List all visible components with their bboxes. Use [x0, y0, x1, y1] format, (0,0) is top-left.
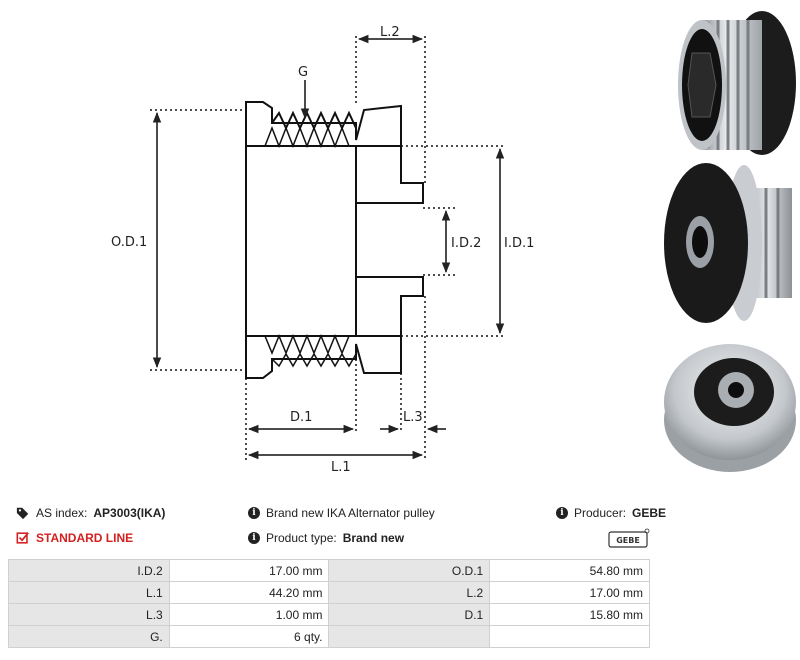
pulley-core — [245, 145, 357, 337]
top-grooves — [271, 110, 357, 131]
svg-text:GEBE: GEBE — [616, 536, 640, 545]
tag-icon — [16, 507, 29, 520]
spec-name-cell: O.D.1 — [328, 559, 491, 582]
label-l1: L.1 — [331, 460, 351, 475]
spec-value-cell: 1.00 mm — [168, 603, 330, 626]
spec-value-cell: 6 qty. — [168, 625, 330, 648]
spec-name-cell: G. — [8, 625, 170, 648]
as-index: AS index: AP3003(IKA) — [16, 506, 165, 520]
description-text: Brand new IKA Alternator pulley — [266, 506, 435, 520]
check-square-icon — [16, 532, 29, 544]
pulley-photo-back — [664, 163, 792, 323]
spec-name-cell: L.3 — [8, 603, 170, 626]
pulley-photo-side — [678, 11, 796, 155]
pulley-technical-drawing: G L.2 O.D.1 I.D.2 I.D.1 D.1 L.3 L.1 — [111, 25, 534, 475]
product-type: i Product type: Brand new — [248, 531, 404, 545]
info-icon: i — [556, 507, 568, 519]
producer: i Producer: GEBE — [556, 506, 666, 520]
spec-value-cell — [489, 625, 650, 648]
label-d1: D.1 — [290, 410, 312, 425]
pulley-photo-front — [664, 344, 796, 472]
info-icon: i — [248, 507, 260, 519]
label-id1: I.D.1 — [504, 236, 534, 251]
product-info: AS index: AP3003(IKA) STANDARD LINE i Br… — [0, 500, 800, 560]
spec-name-cell: I.D.2 — [8, 559, 170, 582]
table-row: G.6 qty. — [8, 625, 650, 648]
label-l2: L.2 — [380, 25, 400, 40]
producer-label: Producer: — [574, 506, 627, 520]
product-type-label: Product type: — [266, 531, 337, 545]
standard-line: STANDARD LINE — [16, 531, 133, 545]
standard-line-label: STANDARD LINE — [36, 531, 134, 545]
info-icon: i — [248, 532, 260, 544]
spec-value-cell: 54.80 mm — [489, 559, 650, 582]
label-g: G — [298, 65, 308, 80]
spec-name-cell — [328, 625, 491, 648]
producer-value: GEBE — [632, 506, 667, 520]
product-photos — [650, 0, 800, 480]
label-l3: L.3 — [403, 410, 423, 425]
as-index-label: AS index: — [36, 506, 88, 520]
label-od1: O.D.1 — [111, 235, 147, 250]
spec-name-cell: L.1 — [8, 581, 170, 604]
as-index-value: AP3003(IKA) — [93, 506, 166, 520]
product-type-value: Brand new — [342, 531, 405, 545]
spec-value-cell: 15.80 mm — [489, 603, 650, 626]
spec-value-cell: 17.00 mm — [489, 581, 650, 604]
spec-value-cell: 17.00 mm — [168, 559, 330, 582]
description: i Brand new IKA Alternator pulley — [248, 506, 435, 520]
gebe-logo: GEBE — [608, 528, 650, 548]
spec-name-cell: L.2 — [328, 581, 491, 604]
label-id2: I.D.2 — [451, 236, 481, 251]
spec-name-cell: D.1 — [328, 603, 491, 626]
bottom-grooves — [264, 334, 350, 355]
spec-value-cell: 44.20 mm — [168, 581, 330, 604]
